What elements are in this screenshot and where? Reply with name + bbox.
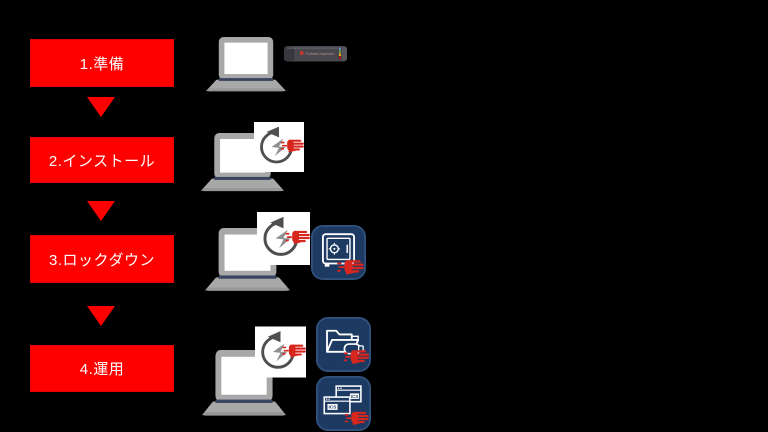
step-box-1: 1.準備: [30, 39, 174, 87]
ics-window-front: ICS: [323, 396, 351, 415]
step-box-4: 4.運用: [30, 345, 174, 392]
device-label: Portable Inspector: [306, 52, 335, 56]
flow-arrow-down-3: [87, 306, 115, 326]
scan-sync-icon: [255, 326, 306, 378]
flow-arrow-down-2: [87, 201, 115, 221]
folder-usb-transfer-icon: [316, 317, 371, 372]
ics-windows-icon: ICS ICS: [316, 376, 371, 431]
safe-lockdown-icon: [311, 225, 366, 280]
ics-badge-label: ICS: [351, 394, 359, 399]
folder-back-icon: [326, 329, 353, 352]
flow-arrow-down-1: [87, 97, 115, 117]
usb-security-device-icon: Portable Inspector: [284, 46, 347, 62]
ics-badge-label: ICS: [329, 405, 337, 411]
step-box-2: 2.インストール: [30, 137, 174, 183]
step-label-1: 1.準備: [79, 55, 125, 73]
step-label-4: 4.運用: [79, 361, 125, 378]
step-label-3: 3.ロックダウン: [49, 251, 155, 269]
device-logo-icon: [300, 51, 304, 55]
step-label-2: 2.インストール: [48, 152, 156, 170]
scan-sync-icon: [254, 122, 304, 172]
step-box-3: 3.ロックダウン: [30, 235, 174, 283]
laptop-icon: [206, 37, 286, 95]
scan-sync-icon: [257, 212, 310, 265]
